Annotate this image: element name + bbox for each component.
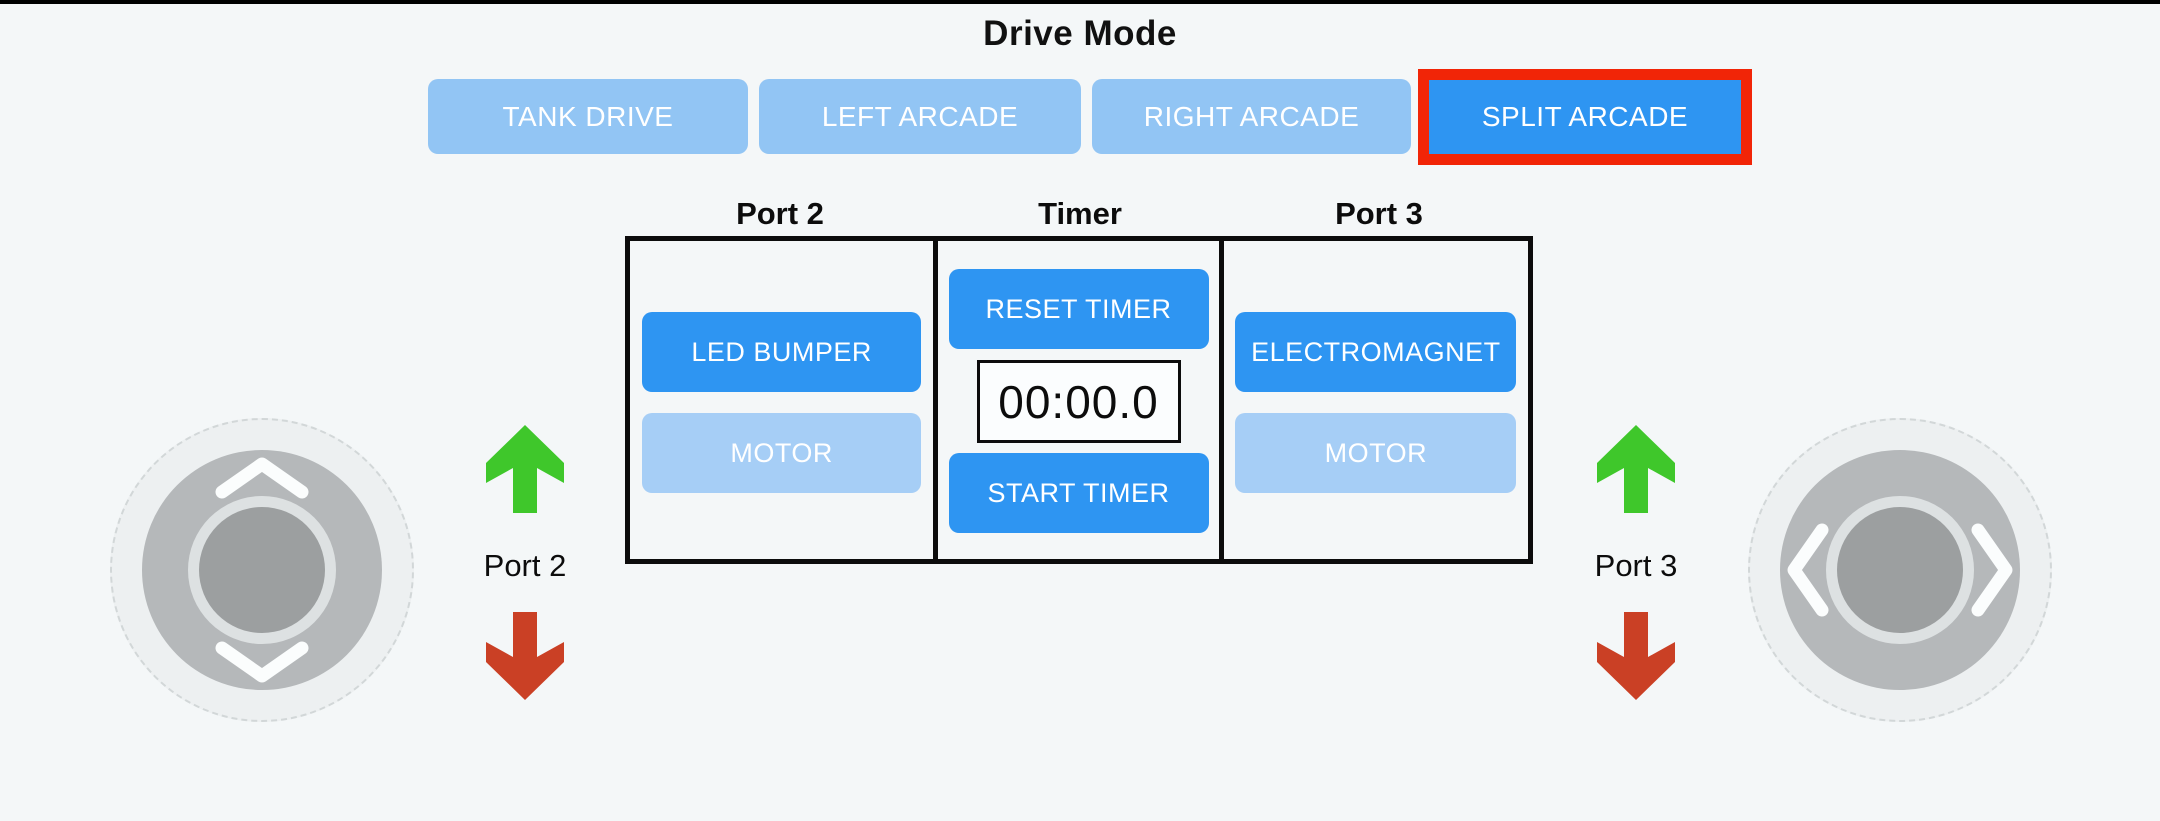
right-arcade-button[interactable]: RIGHT ARCADE xyxy=(1092,79,1411,154)
port3-column: ELECTROMAGNET MOTOR xyxy=(1224,241,1528,559)
left-joystick[interactable] xyxy=(110,418,414,722)
tank-drive-button[interactable]: TANK DRIVE xyxy=(428,79,748,154)
window-top-strip xyxy=(0,0,2160,4)
port3-column-header: Port 3 xyxy=(1335,196,1423,231)
red-down-arrow-icon xyxy=(486,612,564,700)
timer-display: 00:00.0 xyxy=(976,360,1181,443)
port2-motor-button[interactable]: MOTOR xyxy=(642,413,922,493)
port3-motor-button[interactable]: MOTOR xyxy=(1235,413,1517,493)
right-joystick[interactable] xyxy=(1748,418,2052,722)
red-down-arrow-icon xyxy=(1597,612,1675,700)
left-arcade-button[interactable]: LEFT ARCADE xyxy=(759,79,1081,154)
chevron-left-icon xyxy=(1787,523,1829,617)
timer-column-header: Timer xyxy=(1038,196,1122,231)
drive-mode-title: Drive Mode xyxy=(983,14,1177,53)
split-arcade-button[interactable]: SPLIT ARCADE xyxy=(1429,80,1741,154)
left-joystick-port-label: Port 2 xyxy=(483,548,567,583)
right-joystick-knob[interactable] xyxy=(1837,507,1963,633)
selected-mode-highlight: SPLIT ARCADE xyxy=(1418,69,1752,165)
port2-column-header: Port 2 xyxy=(736,196,824,231)
green-up-arrow-icon xyxy=(486,425,564,513)
led-bumper-button[interactable]: LED BUMPER xyxy=(642,312,922,392)
chevron-down-icon xyxy=(215,641,309,683)
green-up-arrow-icon xyxy=(1597,425,1675,513)
right-joystick-port-label: Port 3 xyxy=(1594,548,1678,583)
port2-column: LED BUMPER MOTOR xyxy=(630,241,933,559)
start-timer-button[interactable]: START TIMER xyxy=(948,453,1209,533)
control-table: LED BUMPER MOTOR RESET TIMER 00:00.0 STA… xyxy=(625,236,1533,564)
chevron-up-icon xyxy=(215,457,309,499)
left-joystick-knob[interactable] xyxy=(199,507,325,633)
timer-column: RESET TIMER 00:00.0 START TIMER xyxy=(933,241,1224,559)
chevron-right-icon xyxy=(1971,523,2013,617)
electromagnet-button[interactable]: ELECTROMAGNET xyxy=(1235,312,1517,392)
reset-timer-button[interactable]: RESET TIMER xyxy=(948,269,1209,349)
